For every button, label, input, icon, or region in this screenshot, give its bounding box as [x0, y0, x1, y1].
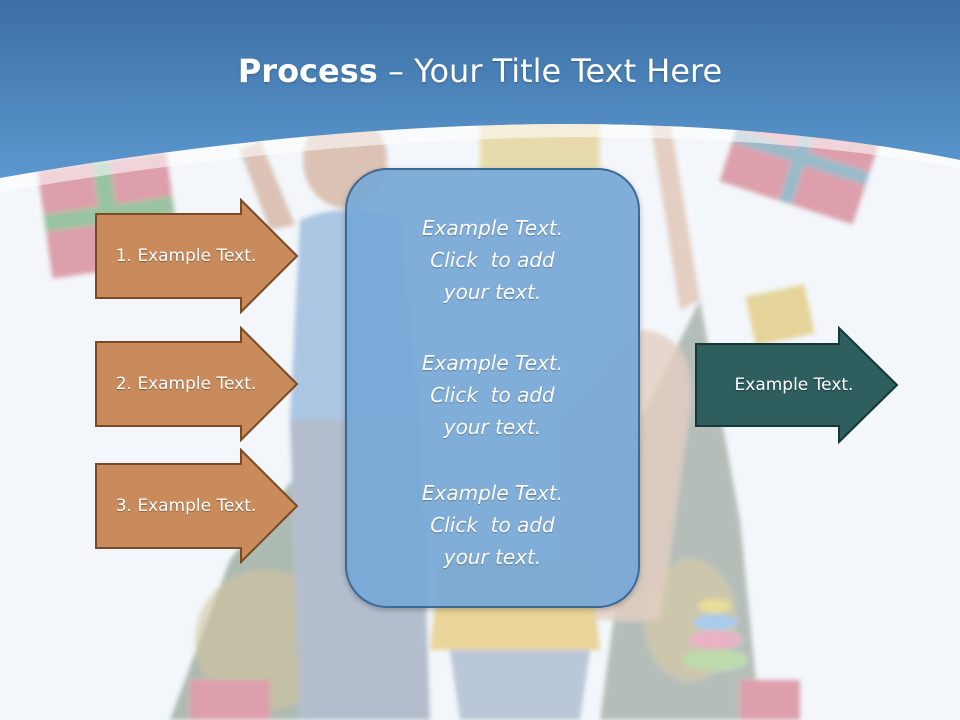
left-step-label-2: 2. Example Text. — [115, 374, 257, 394]
header-band — [0, 0, 960, 192]
center-text-block-3: Example Text. Click to add your text. — [347, 477, 638, 573]
center-text-line: Click to add — [430, 383, 555, 407]
center-text-line: Example Text. — [421, 351, 564, 375]
left-step-label-1: 1. Example Text. — [115, 246, 257, 266]
center-text-block-2: Example Text. Click to add your text. — [347, 347, 638, 443]
center-text-line: your text. — [443, 415, 542, 439]
center-text-line: Example Text. — [421, 481, 564, 505]
center-text-line: Click to add — [430, 248, 555, 272]
center-text-block-1: Example Text. Click to add your text. — [347, 212, 638, 308]
center-text-line: Example Text. — [421, 216, 564, 240]
left-step-arrow-1[interactable]: 1. Example Text. — [94, 198, 300, 314]
left-step-arrow-3[interactable]: 3. Example Text. — [94, 448, 300, 564]
center-text-box[interactable]: Example Text. Click to add your text. Ex… — [345, 168, 640, 608]
slide-title-rest: – Your Title Text Here — [377, 52, 723, 90]
slide-title-bold: Process — [237, 52, 378, 90]
left-arrow-shape-2 — [95, 326, 299, 442]
center-text-line: your text. — [443, 280, 542, 304]
right-arrow-shape — [695, 326, 899, 444]
center-text-line: your text. — [443, 545, 542, 569]
left-arrow-shape-1 — [95, 198, 299, 314]
left-step-label-3: 3. Example Text. — [115, 496, 257, 516]
right-output-arrow[interactable]: Example Text. — [694, 326, 900, 444]
left-step-arrow-2[interactable]: 2. Example Text. — [94, 326, 300, 442]
center-text-line: Click to add — [430, 513, 555, 537]
slide-title: Process – Your Title Text Here — [0, 52, 960, 90]
left-arrow-shape-3 — [95, 448, 299, 564]
right-arrow-label: Example Text. — [734, 375, 854, 395]
